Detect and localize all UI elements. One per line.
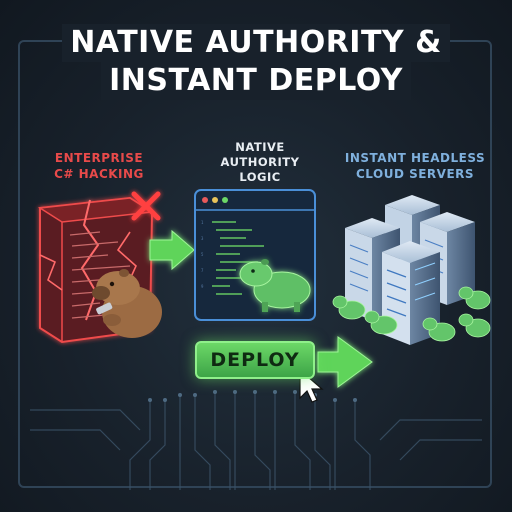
arrow-right-icon xyxy=(149,229,195,271)
server-stack-icon xyxy=(345,195,475,345)
capybara-herd xyxy=(332,286,491,342)
svg-text:5: 5 xyxy=(201,252,204,257)
label-enterprise-hacking: ENTERPRISE C# HACKING xyxy=(34,150,164,182)
page-title: NATIVE AUTHORITY & INSTANT DEPLOY xyxy=(0,24,512,100)
svg-text:3: 3 xyxy=(201,236,204,241)
red-x-icon xyxy=(131,191,161,221)
capybara-small-icon xyxy=(332,295,366,320)
capybara-small-icon xyxy=(422,317,456,342)
label-native-authority-logic: NATIVE AUTHORITY LOGIC xyxy=(195,140,325,185)
capybara-small-icon xyxy=(458,313,491,338)
svg-text:9: 9 xyxy=(201,284,204,289)
svg-text:7: 7 xyxy=(201,268,204,273)
green-capybara-icon xyxy=(239,259,311,312)
label-cloud-servers: INSTANT HEADLESS CLOUD SERVERS xyxy=(330,150,500,182)
capybara-small-icon xyxy=(458,286,491,310)
capybara-small-icon xyxy=(364,310,398,335)
label-line: CLOUD SERVERS xyxy=(355,167,475,181)
title-line-1: NATIVE AUTHORITY & xyxy=(62,24,450,62)
label-line: ENTERPRISE xyxy=(54,151,144,165)
label-line: AUTHORITY xyxy=(220,155,300,169)
label-line: C# HACKING xyxy=(54,167,144,181)
label-line: INSTANT HEADLESS xyxy=(344,151,486,165)
svg-text:1: 1 xyxy=(201,220,204,225)
circuit-nodes xyxy=(148,390,357,402)
title-line-2: INSTANT DEPLOY xyxy=(101,62,411,100)
deploy-arrow-icon xyxy=(317,336,373,388)
deploy-button[interactable]: DEPLOY xyxy=(195,341,315,379)
capybara-icon xyxy=(92,269,162,338)
circuit-traces xyxy=(30,392,482,490)
label-line: LOGIC xyxy=(239,170,281,184)
label-line: NATIVE xyxy=(235,140,285,154)
